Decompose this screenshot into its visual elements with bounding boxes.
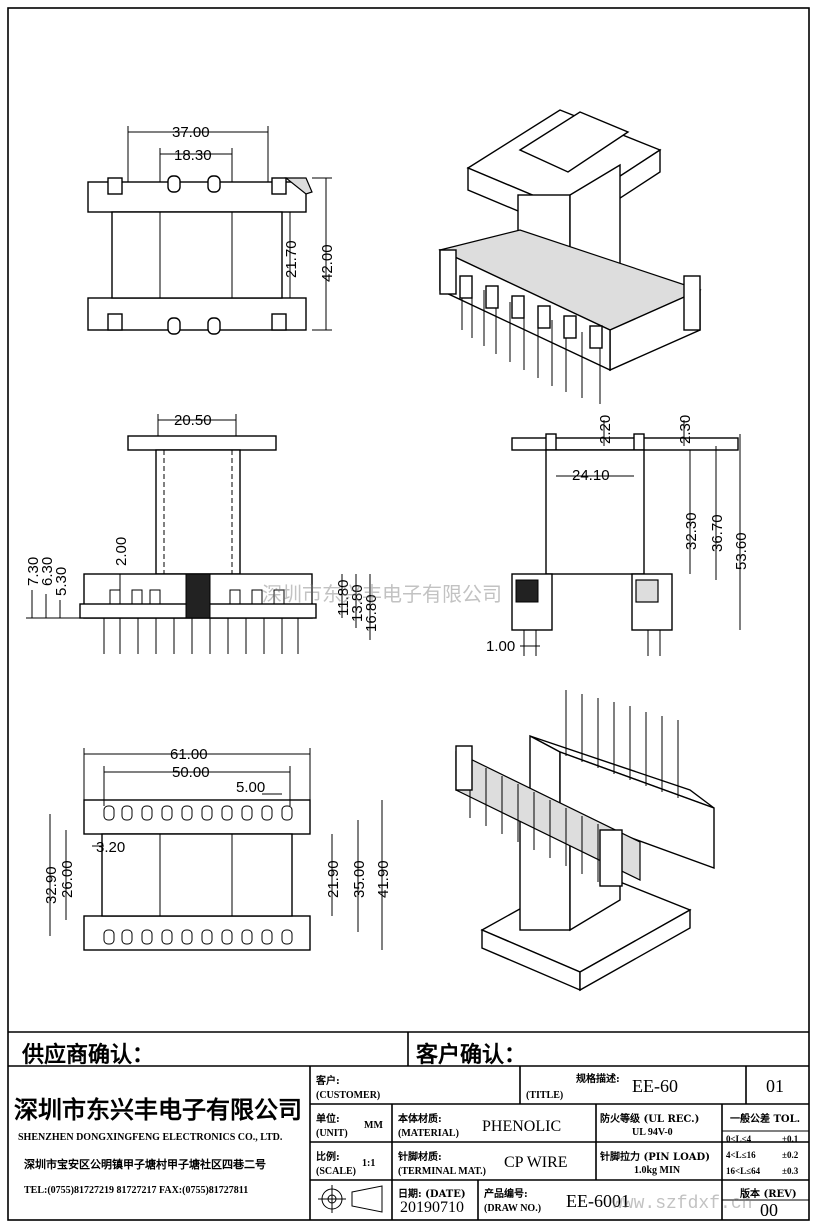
title-label-en: (TITLE)	[526, 1090, 564, 1101]
dim-bottom-pitch-span: 50.00	[172, 764, 210, 781]
title-block-grid	[8, 1032, 809, 1220]
iso-view-bottom	[455, 690, 715, 992]
date-value: 20190710	[400, 1199, 464, 1216]
front-view: 20.50 2.00 7.30 6.30 5.30 11.80 13.80 16…	[25, 412, 380, 654]
unit-label-en: (UNIT)	[316, 1128, 348, 1139]
dim-front-core: 20.50	[174, 412, 212, 429]
dim-side-h3: 53.60	[733, 532, 750, 570]
iso-view-top	[438, 109, 702, 404]
dim-top-width: 37.00	[172, 124, 210, 141]
side-view: 2.20 2.30 24.10 32.30 36.70 53.60 1.00	[486, 415, 750, 656]
tol-value-3: ±0.3	[782, 1166, 799, 1176]
dim-bottom-h3: 21.90	[325, 860, 342, 898]
material-value: PHENOLIC	[482, 1118, 562, 1135]
tol-range-3: 16<L≤64	[726, 1166, 761, 1176]
draw-no-label: 产品编号:	[484, 1189, 528, 1200]
ul-label: 防火等级 (UL REC.)	[600, 1114, 700, 1125]
tol-value-2: ±0.2	[782, 1150, 799, 1160]
dim-side-core: 24.10	[572, 467, 610, 484]
customer-label-en: (CUSTOMER)	[316, 1090, 381, 1101]
rev-label: 版本 (REV)	[740, 1189, 797, 1200]
dim-side-h1: 32.30	[683, 512, 700, 550]
dim-front-h6: 16.80	[363, 594, 380, 632]
dim-bottom-offset: 3.20	[96, 839, 125, 856]
top-view: 37.00 18.30 21.70 42.00	[87, 124, 336, 335]
draw-no-value: EE-6001	[566, 1191, 630, 1211]
tol-range-2: 4<L≤16	[726, 1150, 756, 1160]
ul-value: UL 94V-0	[632, 1127, 673, 1138]
customer-label: 客户:	[316, 1076, 340, 1087]
company-address: 深圳市宝安区公明镇甲子塘村甲子塘社区四巷二号	[24, 1158, 266, 1171]
dim-side-h2: 36.70	[709, 514, 726, 552]
sheet-number: 01	[766, 1076, 784, 1096]
scale-label: 比例:	[316, 1152, 340, 1163]
pin-load-value: 1.0kg MIN	[634, 1165, 681, 1176]
terminal-label-en: (TERMINAL MAT.)	[398, 1166, 486, 1177]
title-value: EE-60	[632, 1076, 678, 1096]
tol-range-1: 0<L≤4	[726, 1134, 752, 1144]
scale-value: 1:1	[362, 1158, 376, 1169]
dim-front-h5: 13.80	[349, 584, 366, 622]
supplier-confirm: 供应商确认：	[22, 1042, 155, 1068]
dim-bottom-h1: 32.90	[43, 866, 60, 904]
rev-value: 00	[760, 1200, 778, 1220]
dim-front-h3: 5.30	[53, 567, 70, 596]
dim-side-pin: 1.00	[486, 638, 515, 655]
spec-label: 规格描述:	[576, 1074, 620, 1085]
customer-confirm: 客户确认：	[416, 1042, 527, 1068]
dim-top-inner: 18.30	[174, 147, 212, 164]
dim-front-h2: 6.30	[39, 557, 56, 586]
unit-label: 单位:	[316, 1114, 340, 1125]
watermark-center: 深圳市东兴丰电子有限公司	[262, 582, 502, 606]
dim-bottom-h2: 26.00	[59, 860, 76, 898]
dim-top-length: 42.00	[319, 244, 336, 282]
material-label-en: (MATERIAL)	[398, 1128, 459, 1139]
scale-label-en: (SCALE)	[316, 1166, 357, 1177]
dim-bottom-h5: 41.90	[375, 860, 392, 898]
terminal-label: 针脚材质:	[398, 1152, 442, 1163]
company-name-cn: 深圳市东兴丰电子有限公司	[14, 1095, 302, 1124]
terminal-value: CP WIRE	[504, 1154, 568, 1171]
dim-side-top2: 2.30	[677, 415, 694, 444]
watermark-corner: www.szfdxf.cn	[612, 1194, 753, 1214]
unit-value: MM	[364, 1120, 383, 1131]
dim-front-wall: 2.00	[113, 537, 130, 566]
material-label: 本体材质:	[398, 1114, 442, 1125]
dim-front-h1: 7.30	[25, 557, 42, 586]
draw-no-label-en: (DRAW NO.)	[484, 1203, 542, 1214]
dim-bottom-width: 61.00	[170, 746, 208, 763]
dim-bottom-h4: 35.00	[351, 860, 368, 898]
dim-bottom-pitch: 5.00	[236, 779, 265, 796]
dim-side-top1: 2.20	[597, 415, 614, 444]
dim-front-h4: 11.80	[335, 580, 352, 616]
dim-top-window: 21.70	[283, 240, 300, 278]
company-tel-fax: TEL:(0755)81727219 81727217 FAX:(0755)81…	[24, 1185, 249, 1196]
date-label: 日期: (DATE)	[398, 1189, 466, 1200]
tolerance-label: 一般公差 TOL.	[730, 1114, 801, 1125]
bottom-view: 61.00 50.00 5.00 3.20 32.90 26.00 21.90 …	[43, 746, 392, 951]
company-name-en: SHENZHEN DONGXINGFENG ELECTRONICS CO., L…	[18, 1132, 283, 1143]
tol-value-1: ±0.1	[782, 1134, 799, 1144]
pin-load-label: 针脚拉力 (PIN LOAD)	[600, 1152, 710, 1163]
